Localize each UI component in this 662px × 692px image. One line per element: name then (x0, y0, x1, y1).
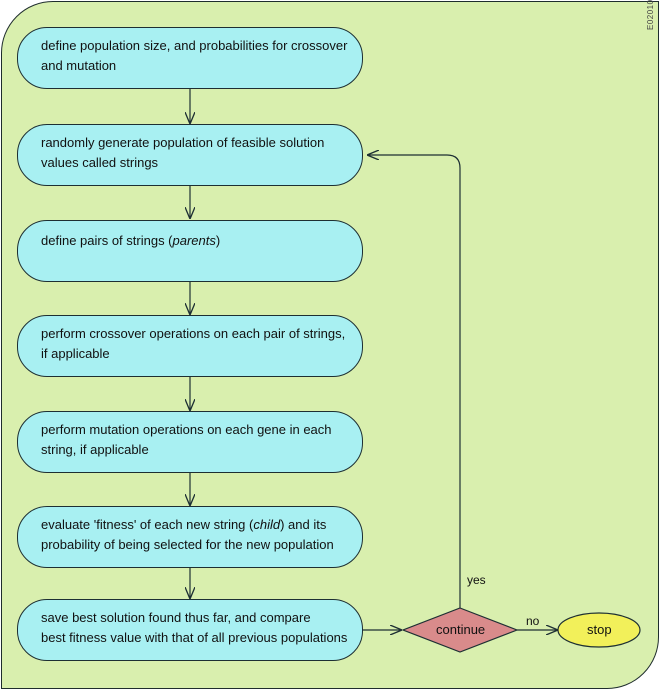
step-define-pairs: define pairs of strings (parents) (17, 220, 363, 282)
arrow-yes-loop (368, 155, 461, 608)
step-evaluate-fitness: evaluate 'fitness' of each new string (c… (17, 506, 363, 568)
stop-label: stop (587, 622, 612, 637)
step6-line2: probability of being selected for the ne… (41, 537, 334, 552)
step1-line2: and mutation (41, 58, 117, 73)
step-generate-population: randomly generate population of feasible… (17, 124, 363, 186)
step3-line1: define pairs of strings (parents) (41, 233, 221, 248)
decision-label: continue (436, 622, 486, 637)
step2-line2: values called strings (41, 155, 159, 170)
no-label: no (526, 614, 540, 628)
step5-line1: perform mutation operations on each gene… (41, 422, 332, 437)
step1-line1: define population size, and probabilitie… (41, 38, 348, 53)
step-save-best: save best solution found thus far, and c… (17, 599, 363, 661)
step5-line2: string, if applicable (41, 442, 149, 457)
step4-line2: if applicable (41, 346, 110, 361)
decision-diamond (401, 607, 519, 653)
step4-line1: perform crossover operations on each pai… (41, 326, 346, 341)
step7-line1: save best solution found thus far, and c… (41, 610, 311, 625)
step-mutation: perform mutation operations on each gene… (17, 411, 363, 473)
step-define-parameters: define population size, and probabilitie… (17, 27, 363, 89)
yes-label: yes (467, 573, 486, 587)
stop-terminal (557, 612, 641, 648)
step-crossover: perform crossover operations on each pai… (17, 315, 363, 377)
step7-line2: best fitness value with that of all prev… (41, 630, 348, 645)
step6-line1: evaluate 'fitness' of each new string (c… (41, 517, 327, 532)
step2-line1: randomly generate population of feasible… (41, 135, 325, 150)
